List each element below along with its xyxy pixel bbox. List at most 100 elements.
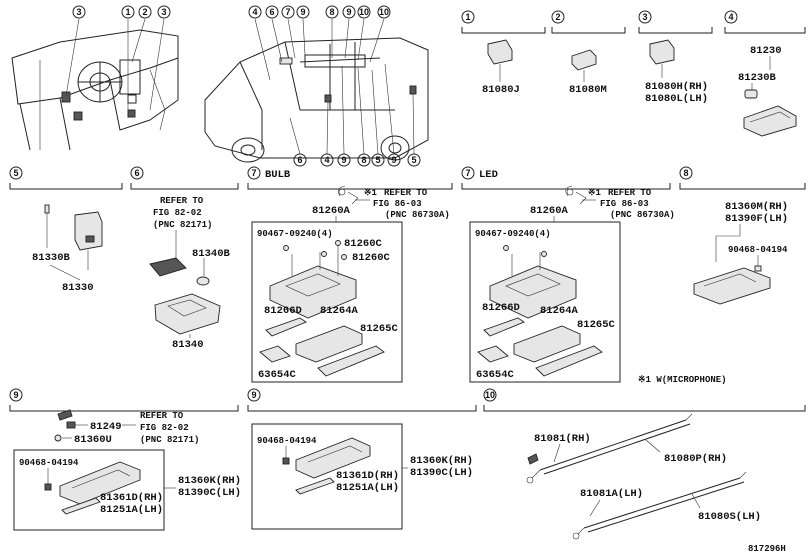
svg-text:10: 10 — [485, 390, 495, 400]
section-1: 1 81080J — [461, 10, 546, 96]
svg-text:4: 4 — [252, 7, 257, 17]
svg-text:9: 9 — [251, 390, 256, 400]
svg-text:81081(RH): 81081(RH) — [534, 433, 591, 445]
dash-callout-3: 2 — [138, 5, 152, 19]
svg-text:REFER TO: REFER TO — [384, 188, 428, 198]
van-illustration — [204, 37, 429, 163]
section-9-left: 9 REFER TO FIG 82-02 (PNC 82171) 81249 8… — [9, 388, 241, 531]
dash-callout-4: 3 — [157, 5, 171, 19]
svg-text:81265C: 81265C — [577, 319, 616, 331]
svg-text:81390C(LH): 81390C(LH) — [178, 487, 241, 499]
van-callout-top-2: 6 — [265, 5, 279, 19]
svg-text:1: 1 — [125, 7, 130, 17]
svg-text:(PNC 86730A): (PNC 86730A) — [610, 210, 675, 220]
svg-text:FIG 82-02: FIG 82-02 — [140, 423, 189, 433]
svg-text:3: 3 — [76, 7, 81, 17]
svg-text:81361D(RH): 81361D(RH) — [336, 470, 399, 482]
svg-text:9: 9 — [341, 155, 346, 165]
svg-text:81260A: 81260A — [530, 205, 569, 217]
svg-text:8: 8 — [683, 168, 688, 178]
van-callout-top-6: 9 — [342, 5, 356, 19]
svg-text:81080J: 81080J — [482, 84, 520, 96]
svg-text:9: 9 — [300, 7, 305, 17]
van-callouts: 4 6 7 9 8 9 10 10 6 4 9 8 5 9 5 — [248, 5, 421, 167]
svg-text:8: 8 — [329, 7, 334, 17]
svg-text:2: 2 — [142, 7, 147, 17]
svg-text:REFER TO: REFER TO — [140, 411, 184, 421]
svg-text:7: 7 — [465, 168, 470, 178]
svg-text:81340B: 81340B — [192, 248, 231, 260]
van-callout-bottom-1: 6 — [293, 153, 307, 167]
svg-text:81080S(LH): 81080S(LH) — [698, 511, 761, 523]
dash-callout-2: 1 — [121, 5, 135, 19]
svg-text:81266D: 81266D — [264, 305, 302, 317]
svg-text:81266D: 81266D — [482, 302, 520, 314]
svg-text:63654C: 63654C — [476, 369, 515, 381]
svg-text:7: 7 — [285, 7, 290, 17]
svg-text:6: 6 — [269, 7, 274, 17]
svg-text:9: 9 — [13, 390, 18, 400]
svg-text:90468-04194: 90468-04194 — [728, 245, 788, 255]
section-4: 4 81230 81230B — [724, 10, 806, 137]
svg-text:81249: 81249 — [90, 421, 122, 433]
svg-text:5: 5 — [13, 168, 18, 178]
svg-text:REFER TO: REFER TO — [160, 196, 204, 206]
svg-text:81251A(LH): 81251A(LH) — [100, 504, 163, 516]
svg-text:81390F(LH): 81390F(LH) — [725, 213, 788, 225]
svg-text:81260C: 81260C — [344, 238, 383, 250]
svg-text:81330B: 81330B — [32, 252, 71, 264]
section-6: 6 REFER TO FIG 82-02 (PNC 82171) 81340B … — [130, 166, 239, 351]
section-3: 3 81080H(RH) 81080L(LH) — [638, 10, 713, 105]
svg-text:81260C: 81260C — [352, 252, 391, 264]
van-callout-bottom-4: 8 — [357, 153, 371, 167]
svg-text:3: 3 — [161, 7, 166, 17]
svg-text:5: 5 — [375, 155, 380, 165]
van-callout-top-5: 8 — [325, 5, 339, 19]
section-9-right: 9 90468-04194 81361D(RH) 81251A(LH) 8136… — [247, 388, 477, 530]
svg-text:81230: 81230 — [750, 45, 782, 57]
svg-text:(PNC 82171): (PNC 82171) — [140, 435, 199, 445]
van-callout-bottom-2: 4 — [320, 153, 334, 167]
svg-text:81081A(LH): 81081A(LH) — [580, 488, 643, 500]
svg-text:9: 9 — [391, 155, 396, 165]
svg-text:6: 6 — [134, 168, 139, 178]
van-callout-top-7: 10 — [357, 5, 371, 19]
van-callout-bottom-3: 9 — [337, 153, 351, 167]
svg-text:90468-04194: 90468-04194 — [257, 436, 317, 446]
svg-text:6: 6 — [297, 155, 302, 165]
svg-text:10: 10 — [359, 7, 369, 17]
svg-text:81390C(LH): 81390C(LH) — [410, 467, 473, 479]
svg-text:FIG 82-02: FIG 82-02 — [153, 208, 202, 218]
svg-text:81340: 81340 — [172, 339, 204, 351]
svg-text:FIG 86-03: FIG 86-03 — [600, 199, 649, 209]
svg-text:81330: 81330 — [62, 282, 94, 294]
van-callout-top-4: 9 — [296, 5, 310, 19]
microphone-footnote: ※1 W(MICROPHONE) — [638, 375, 727, 385]
svg-text:※1: ※1 — [364, 188, 378, 198]
dashboard-callouts: 3 1 2 3 — [65, 5, 171, 118]
svg-text:BULB: BULB — [265, 169, 291, 181]
svg-text:3: 3 — [642, 12, 647, 22]
svg-text:2: 2 — [555, 12, 560, 22]
svg-text:9: 9 — [346, 7, 351, 17]
svg-text:81080P(RH): 81080P(RH) — [664, 453, 727, 465]
svg-text:63654C: 63654C — [258, 369, 297, 381]
svg-text:81080M: 81080M — [569, 84, 607, 96]
svg-text:90468-04194: 90468-04194 — [19, 458, 79, 468]
svg-text:90467-09240(4): 90467-09240(4) — [475, 229, 551, 239]
svg-text:81264A: 81264A — [540, 305, 579, 317]
svg-text:81360K(RH): 81360K(RH) — [178, 475, 241, 487]
van-callout-top-3: 7 — [281, 5, 295, 19]
svg-text:5: 5 — [411, 155, 416, 165]
svg-text:81360U: 81360U — [74, 434, 112, 446]
figure-id: 817296H — [748, 544, 786, 554]
section-2: 2 81080M — [551, 10, 626, 96]
svg-text:90467-09240(4): 90467-09240(4) — [257, 229, 333, 239]
svg-text:81260A: 81260A — [312, 205, 351, 217]
svg-text:10: 10 — [379, 7, 389, 17]
van-callout-top-8: 10 — [377, 5, 391, 19]
svg-text:81080L(LH): 81080L(LH) — [645, 93, 708, 105]
svg-text:(PNC 86730A): (PNC 86730A) — [385, 210, 450, 220]
svg-text:81080H(RH): 81080H(RH) — [645, 81, 708, 93]
